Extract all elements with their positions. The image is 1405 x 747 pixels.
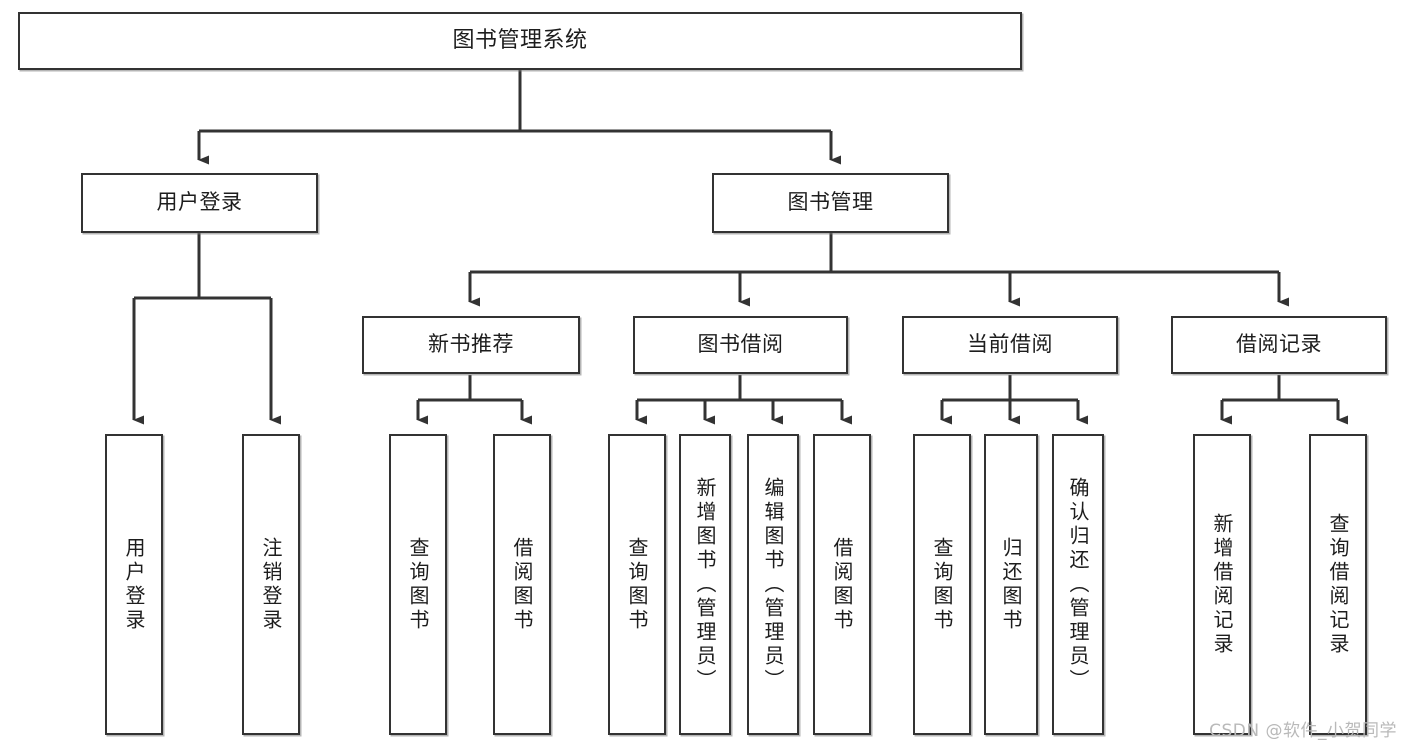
- node-label: 当前借阅: [967, 332, 1053, 357]
- node-label: 查询图书: [930, 536, 954, 633]
- node-leaf-add-book-admin[interactable]: 新增图书（管理员）: [679, 434, 731, 735]
- node-user-login[interactable]: 用户登录: [81, 173, 318, 233]
- node-new-book-recommend[interactable]: 新书推荐: [362, 316, 580, 374]
- node-label: 借阅记录: [1236, 332, 1322, 357]
- node-book-borrow[interactable]: 图书借阅: [633, 316, 848, 374]
- node-label: 新增图书（管理员）: [693, 476, 717, 693]
- csdn-watermark: CSDN @软件_小贺同学: [1209, 721, 1397, 741]
- node-label: 借阅图书: [510, 536, 534, 633]
- node-label: 确认归还（管理员）: [1066, 476, 1090, 693]
- node-label: 图书管理系统: [452, 27, 588, 53]
- node-label: 新增借阅记录: [1210, 512, 1234, 657]
- node-leaf-borrow-book[interactable]: 借阅图书: [813, 434, 871, 735]
- node-leaf-add-borrow-record[interactable]: 新增借阅记录: [1193, 434, 1251, 735]
- node-label: 图书管理: [787, 190, 874, 215]
- node-leaf-logout[interactable]: 注销登录: [242, 434, 300, 735]
- node-label: 归还图书: [999, 536, 1023, 633]
- node-leaf-borrow-book-recommend[interactable]: 借阅图书: [493, 434, 551, 735]
- node-leaf-query-borrow-record[interactable]: 查询借阅记录: [1309, 434, 1367, 735]
- node-leaf-user-login[interactable]: 用户登录: [105, 434, 163, 735]
- node-leaf-edit-book-admin[interactable]: 编辑图书（管理员）: [747, 434, 799, 735]
- node-label: 新书推荐: [428, 332, 514, 357]
- node-label: 图书借阅: [697, 332, 784, 357]
- node-leaf-query-book-borrow[interactable]: 查询图书: [608, 434, 666, 735]
- node-label: 用户登录: [122, 536, 146, 633]
- node-leaf-confirm-return-admin[interactable]: 确认归还（管理员）: [1052, 434, 1104, 735]
- node-label: 编辑图书（管理员）: [761, 476, 785, 693]
- node-book-management[interactable]: 图书管理: [712, 173, 949, 233]
- node-label: 注销登录: [259, 536, 283, 633]
- node-current-borrow[interactable]: 当前借阅: [902, 316, 1118, 374]
- node-label: 查询图书: [406, 536, 430, 633]
- node-leaf-query-book-recommend[interactable]: 查询图书: [389, 434, 447, 735]
- node-label: 用户登录: [156, 190, 243, 215]
- node-leaf-return-book[interactable]: 归还图书: [984, 434, 1038, 735]
- node-leaf-query-book-current[interactable]: 查询图书: [913, 434, 971, 735]
- node-label: 查询图书: [625, 536, 649, 633]
- node-label: 查询借阅记录: [1326, 512, 1350, 657]
- node-borrow-record[interactable]: 借阅记录: [1171, 316, 1387, 374]
- node-root-book-management-system[interactable]: 图书管理系统: [18, 12, 1022, 70]
- node-label: 借阅图书: [830, 536, 854, 633]
